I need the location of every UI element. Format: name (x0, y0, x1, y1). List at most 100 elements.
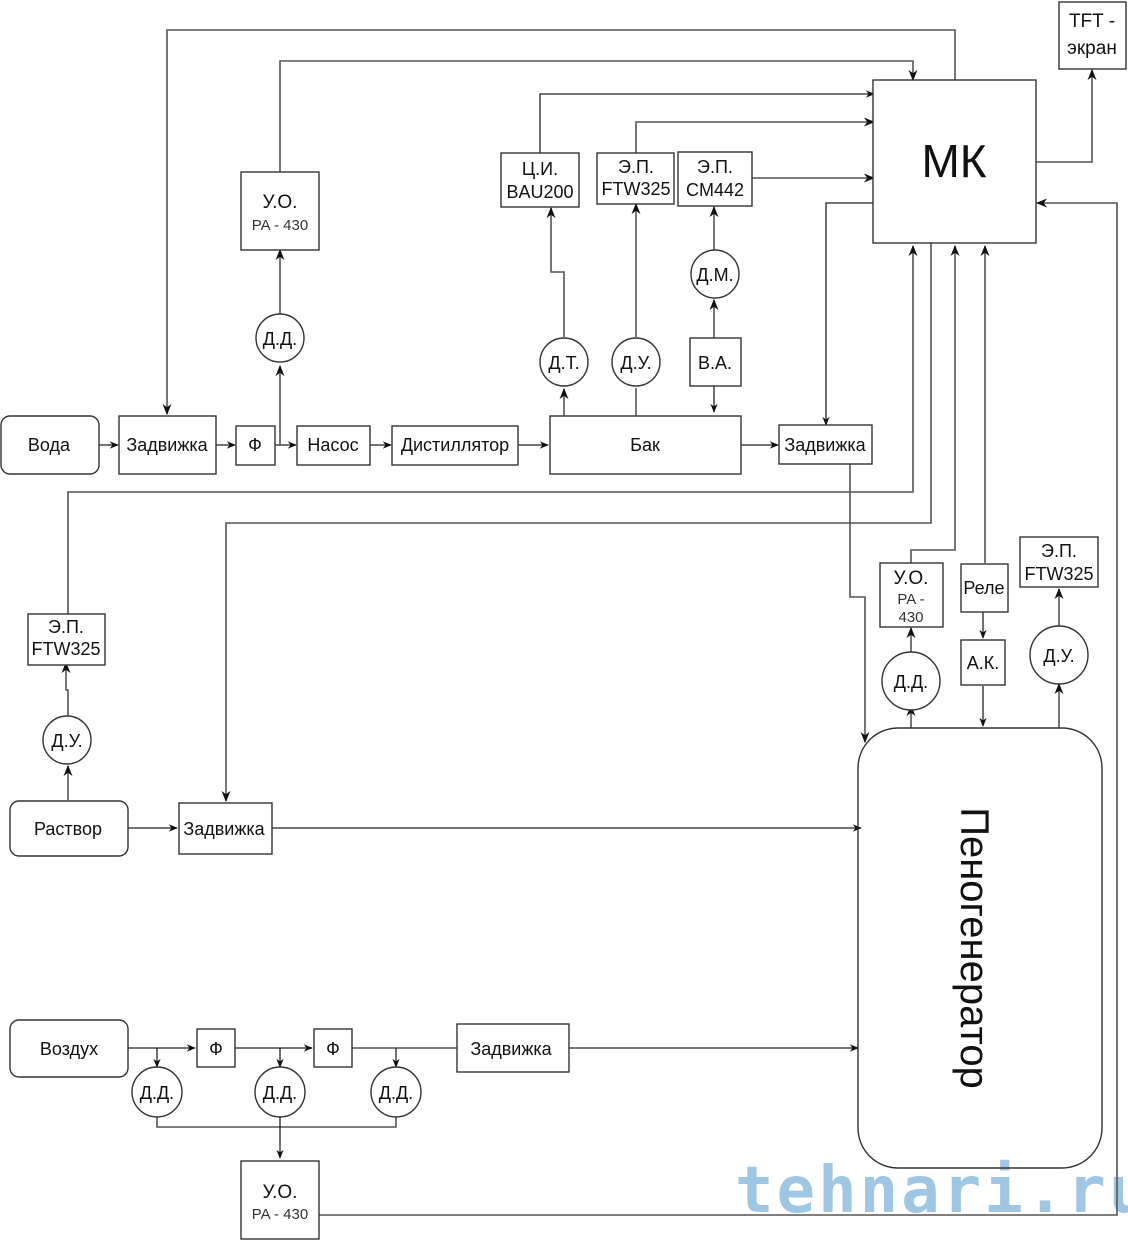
wire-dd-bus (156, 1117, 397, 1128)
rele-label: Реле (963, 578, 1004, 598)
watermark: tehnari.ru (735, 1154, 1128, 1228)
ci-block[interactable]: Ц.И. BAU200 (500, 152, 580, 208)
du-pg-label: Д.У. (1043, 646, 1074, 666)
wire-uo-pg-to-mk (910, 244, 960, 563)
dd-air-3-label: Д.Д. (379, 1083, 413, 1103)
sol-valve-block[interactable]: Задвижка (178, 802, 273, 855)
ep-sol-label-1: Э.П. (48, 617, 84, 637)
tft-label-2: экран (1067, 38, 1117, 59)
dd-air-3-sensor[interactable]: Д.Д. (370, 1066, 422, 1118)
ci-label-1: Ц.И. (522, 159, 558, 179)
ak-label: А.К. (967, 653, 1000, 673)
du-tank-label: Д.У. (620, 353, 651, 373)
wire-ep-tank-to-mk (635, 117, 876, 153)
ep-cm-label-1: Э.П. (697, 157, 733, 177)
va-block[interactable]: В.А. (689, 337, 742, 387)
uo-pg-label-1: У.О. (894, 568, 929, 589)
va-label: В.А. (698, 353, 732, 373)
air-valve-block[interactable]: Задвижка (456, 1023, 570, 1073)
dd-air-2-sensor[interactable]: Д.Д. (254, 1066, 306, 1118)
uo-pg-label-3: 430 (898, 609, 923, 626)
pump-block[interactable]: Насос (296, 425, 371, 466)
ak-block[interactable]: А.К. (960, 639, 1006, 686)
wire-ci-to-mk (539, 90, 875, 153)
ep-sol-label-2: FTW325 (31, 639, 100, 659)
tank-label: Бак (630, 435, 660, 455)
air-filter-1-block[interactable]: Ф (196, 1028, 236, 1068)
dd-air-1-label: Д.Д. (140, 1083, 174, 1103)
vozduh-block[interactable]: Воздух (9, 1019, 129, 1078)
ep-pg-block[interactable]: Э.П. FTW325 (1019, 536, 1099, 588)
uo-air-block[interactable]: У.О. PA - 430 (240, 1160, 320, 1240)
tft-label-1: TFT - (1069, 11, 1115, 32)
wire-tank-valve-to-pg (849, 464, 870, 744)
wire-uo-to-mk (279, 60, 918, 172)
water-valve-block[interactable]: Задвижка (118, 415, 217, 475)
air-valve-label: Задвижка (470, 1039, 552, 1059)
ep-pg-label-1: Э.П. (1041, 541, 1077, 561)
air-filter-1-label: Ф (209, 1039, 223, 1059)
dm-sensor[interactable]: Д.М. (690, 249, 740, 299)
dm-label: Д.М. (696, 265, 733, 285)
dd-water-sensor[interactable]: Д.Д. (255, 313, 305, 363)
rastvor-block[interactable]: Раствор (9, 800, 129, 857)
voda-block[interactable]: Вода (0, 415, 100, 475)
wire-mk-to-tank-valve (822, 202, 874, 426)
tank-block[interactable]: Бак (549, 415, 742, 475)
du-pg-sensor[interactable]: Д.У. (1029, 625, 1089, 685)
uo-top-label-1: У.О. (263, 192, 298, 213)
wire-ep-sol-to-mk (67, 244, 918, 614)
ep-sol-block[interactable]: Э.П. FTW325 (27, 613, 106, 666)
mk-block[interactable]: МК (872, 79, 1037, 244)
dd-water-label: Д.Д. (263, 329, 297, 349)
water-filter-block[interactable]: Ф (235, 425, 276, 466)
du-tank-sensor[interactable]: Д.У. (611, 337, 661, 387)
ep-pg-label-2: FTW325 (1024, 564, 1093, 584)
dt-label: Д.Т. (548, 353, 579, 373)
du-sol-sensor[interactable]: Д.У. (42, 715, 92, 765)
tank-valve-label: Задвижка (784, 435, 866, 455)
wire-dt-to-ci (546, 206, 565, 337)
rele-block[interactable]: Реле (960, 563, 1009, 613)
rastvor-label: Раствор (34, 819, 102, 839)
tank-valve-block[interactable]: Задвижка (778, 424, 873, 465)
penogenerator-block[interactable]: Пеногенератор (857, 727, 1103, 1169)
dd-air-2-label: Д.Д. (263, 1083, 297, 1103)
voda-label: Вода (28, 435, 71, 455)
wire-mk-to-water-valve (162, 29, 956, 416)
du-sol-label: Д.У. (51, 731, 82, 751)
uo-top-block[interactable]: У.О. PA - 430 (240, 171, 320, 251)
ci-label-2: BAU200 (506, 182, 573, 202)
dt-sensor[interactable]: Д.Т. (539, 337, 589, 387)
tft-screen-block[interactable]: TFT - экран (1058, 1, 1127, 70)
wire-mk-to-sol-valve (221, 243, 932, 803)
uo-pg-label-2: PA - (897, 591, 924, 608)
wire-mk-to-tft (1035, 68, 1097, 163)
ep-tank-label-2: FTW325 (601, 179, 670, 199)
water-valve-label: Задвижка (126, 435, 208, 455)
uo-pg-block[interactable]: У.О. PA - 430 (879, 562, 944, 628)
air-filter-2-block[interactable]: Ф (313, 1028, 353, 1068)
water-filter-label: Ф (248, 435, 262, 455)
dd-pg-label: Д.Д. (894, 672, 928, 692)
pump-label: Насос (307, 435, 358, 455)
sol-valve-label: Задвижка (183, 819, 265, 839)
distiller-label: Дистиллятор (401, 435, 509, 455)
ep-cm-block[interactable]: Э.П. CM442 (677, 151, 753, 207)
penogenerator-label: Пеногенератор (952, 807, 996, 1089)
uo-top-label-2: PA - 430 (252, 217, 308, 234)
ep-cm-label-2: CM442 (686, 180, 744, 200)
ep-tank-block[interactable]: Э.П. FTW325 (596, 152, 675, 205)
wire-du-to-ep-sol (61, 661, 71, 717)
dd-pg-sensor[interactable]: Д.Д. (881, 651, 941, 711)
connections (61, 29, 1118, 1216)
distiller-block[interactable]: Дистиллятор (391, 425, 519, 466)
uo-air-label-2: PA - 430 (252, 1206, 308, 1223)
mk-label: МК (921, 135, 986, 187)
wire-uo-air-to-mk (319, 198, 1118, 1216)
vozduh-label: Воздух (40, 1039, 98, 1059)
uo-air-label-1: У.О. (263, 1182, 298, 1203)
air-filter-2-label: Ф (326, 1039, 340, 1059)
dd-air-1-sensor[interactable]: Д.Д. (131, 1066, 183, 1118)
